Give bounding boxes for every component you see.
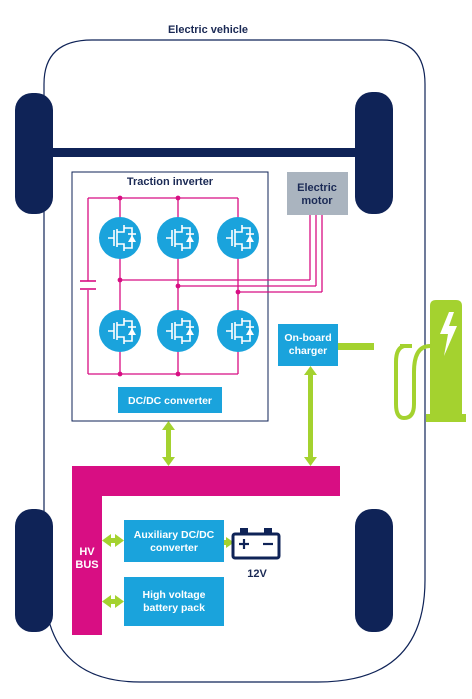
hv-bus-label-line2: BUS: [75, 559, 98, 571]
mosfet-icon: [99, 310, 141, 352]
car-body-outline: [43, 39, 426, 683]
mosfet-icon: [217, 310, 259, 352]
wheel-icon: [355, 509, 393, 632]
wheel-icon: [355, 92, 393, 214]
power-connectors: [102, 343, 374, 608]
hv-bus: [72, 466, 340, 635]
wheel-icon: [15, 93, 53, 214]
dcdc-converter-label: DC/DC converter: [128, 395, 212, 407]
battery-label-line2: battery pack: [143, 602, 205, 614]
onboard-charger-box: [278, 324, 338, 366]
electric-motor-box: [287, 172, 348, 215]
aux-dcdc-label-line2: converter: [150, 542, 198, 554]
wheel-icon: [15, 509, 53, 632]
mosfet-icon: [157, 310, 199, 352]
front-axle: [32, 148, 368, 157]
ev-charging-station-icon: [394, 300, 466, 422]
battery-12v-icon: [231, 528, 281, 560]
hv-battery-box: [124, 577, 224, 626]
onboard-charger-label-line1: On-board: [284, 332, 331, 344]
junction-dots: [117, 195, 241, 377]
mosfet-icon: [217, 217, 259, 259]
aux-dcdc-box: [124, 520, 224, 562]
mosfet-icon: [157, 217, 199, 259]
diagram-title: Electric vehicle: [168, 24, 248, 36]
battery-label-line1: High voltage: [142, 589, 205, 601]
mosfet-group: [99, 217, 259, 352]
traction-inverter-box: [71, 171, 269, 422]
mosfet-icon: [99, 217, 141, 259]
traction-inverter-label: Traction inverter: [127, 176, 214, 188]
hv-bus-label-line1: HV: [79, 546, 95, 558]
dcdc-converter-box: [118, 387, 222, 413]
aux-dcdc-label-line1: Auxiliary DC/DC: [134, 529, 215, 541]
electric-motor-label-line2: motor: [301, 195, 333, 207]
capacitor-icon: [80, 280, 96, 290]
low-voltage-label: 12V: [247, 568, 267, 580]
electric-motor-label-line1: Electric: [297, 182, 337, 194]
onboard-charger-label-line2: charger: [289, 345, 328, 357]
